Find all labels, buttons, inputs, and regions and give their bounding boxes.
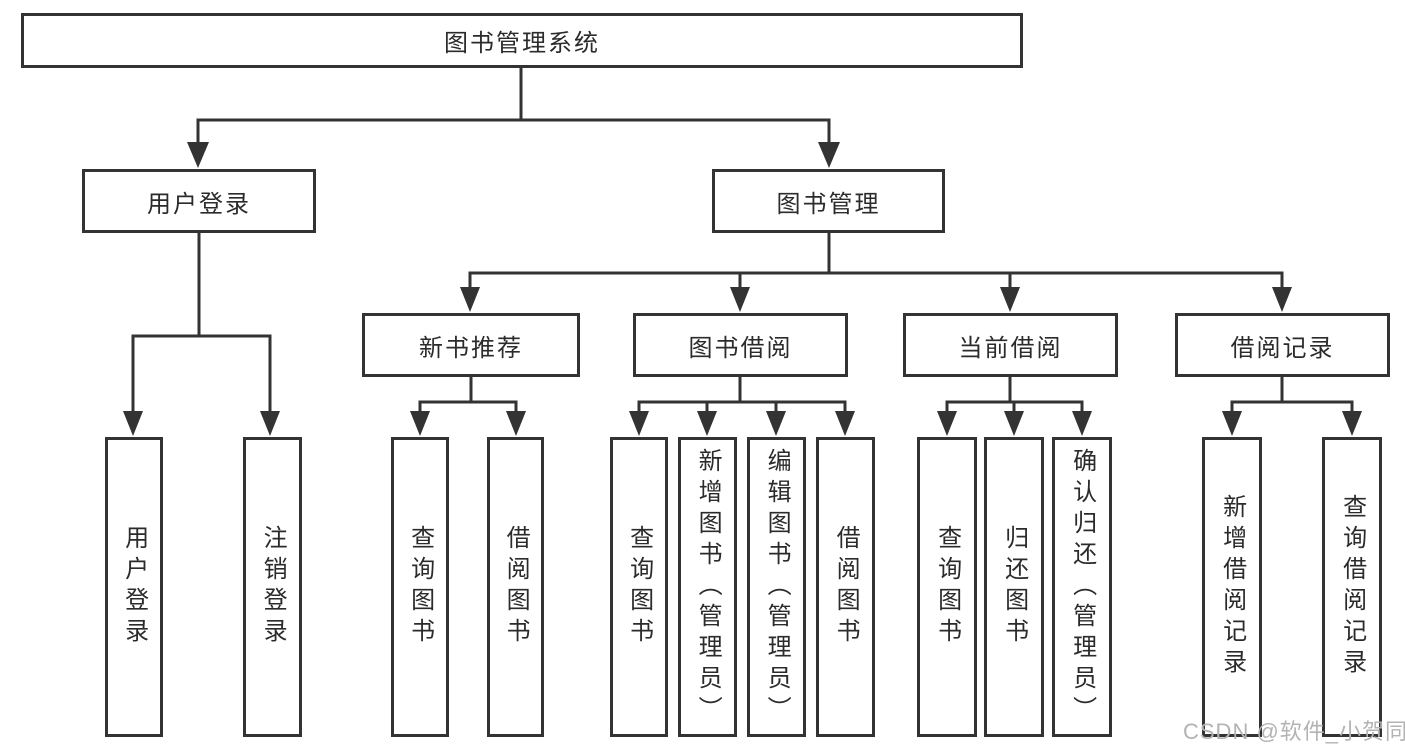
connector-user-login-to-leaves [123, 233, 280, 436]
node-borrowing-records-label: 借阅记录 [1230, 334, 1335, 362]
node-user-login-label: 用户登录 [147, 190, 251, 218]
node-book-management: 图书管理 [712, 169, 945, 233]
node-library-system: 图书管理系统 [21, 13, 1023, 68]
leaf-query-books-borrowing: 查询图书 [610, 437, 668, 737]
node-library-system-label: 图书管理系统 [444, 30, 600, 57]
node-book-borrowing-label: 图书借阅 [688, 334, 793, 362]
connector-current-borrowing-to-leaves [937, 377, 1092, 436]
node-new-book-recommendation-label: 新书推荐 [419, 334, 523, 362]
leaf-return-books: 归还图书 [984, 437, 1044, 737]
node-current-borrowing-label: 当前借阅 [958, 334, 1063, 362]
leaf-add-books-admin: 新增图书（管理员） [678, 437, 737, 737]
leaf-logout-login-label: 注销登录 [259, 525, 287, 649]
leaf-return-books-label: 归还图书 [1000, 525, 1028, 649]
watermark: CSDN @软件_小贺同学 [1183, 719, 1405, 744]
leaf-add-borrow-record: 新增借阅记录 [1202, 437, 1262, 737]
node-borrowing-records: 借阅记录 [1175, 313, 1390, 377]
connector-new-book-to-leaves [410, 377, 526, 436]
connector-book-borrowing-to-leaves [629, 377, 855, 436]
leaf-add-books-admin-label: 新增图书（管理员） [694, 447, 722, 727]
connector-book-management-to-level2 [460, 233, 1292, 312]
leaf-query-books-recommend-label: 查询图书 [406, 525, 434, 649]
leaf-logout-login: 注销登录 [243, 437, 302, 737]
leaf-query-books-current: 查询图书 [917, 437, 977, 737]
connector-root-to-level1 [187, 68, 840, 168]
leaf-borrow-books-borrowing: 借阅图书 [816, 437, 875, 737]
node-book-management-label: 图书管理 [776, 190, 881, 218]
leaf-query-books-recommend: 查询图书 [391, 437, 449, 737]
leaf-query-books-borrowing-label: 查询图书 [625, 525, 653, 649]
leaf-borrow-books-borrowing-label: 借阅图书 [832, 525, 860, 649]
leaf-edit-books-admin: 编辑图书（管理员） [747, 437, 806, 737]
leaf-confirm-return-admin-label: 确认归还（管理员） [1068, 447, 1096, 727]
connector-borrowing-records-to-leaves [1222, 377, 1362, 436]
node-book-borrowing: 图书借阅 [633, 313, 848, 377]
leaf-user-login: 用户登录 [105, 437, 163, 737]
leaf-query-borrow-record-label: 查询借阅记录 [1338, 494, 1366, 680]
leaf-edit-books-admin-label: 编辑图书（管理员） [763, 447, 791, 727]
leaf-borrow-books-recommend: 借阅图书 [487, 437, 544, 737]
leaf-borrow-books-recommend-label: 借阅图书 [502, 525, 530, 649]
leaf-add-borrow-record-label: 新增借阅记录 [1218, 494, 1246, 680]
leaf-query-books-current-label: 查询图书 [933, 525, 961, 649]
node-new-book-recommendation: 新书推荐 [362, 313, 580, 377]
leaf-query-borrow-record: 查询借阅记录 [1322, 437, 1382, 737]
node-user-login: 用户登录 [82, 169, 316, 233]
leaf-user-login-label: 用户登录 [120, 525, 148, 649]
leaf-confirm-return-admin: 确认归还（管理员） [1052, 437, 1112, 737]
node-current-borrowing: 当前借阅 [903, 313, 1118, 377]
